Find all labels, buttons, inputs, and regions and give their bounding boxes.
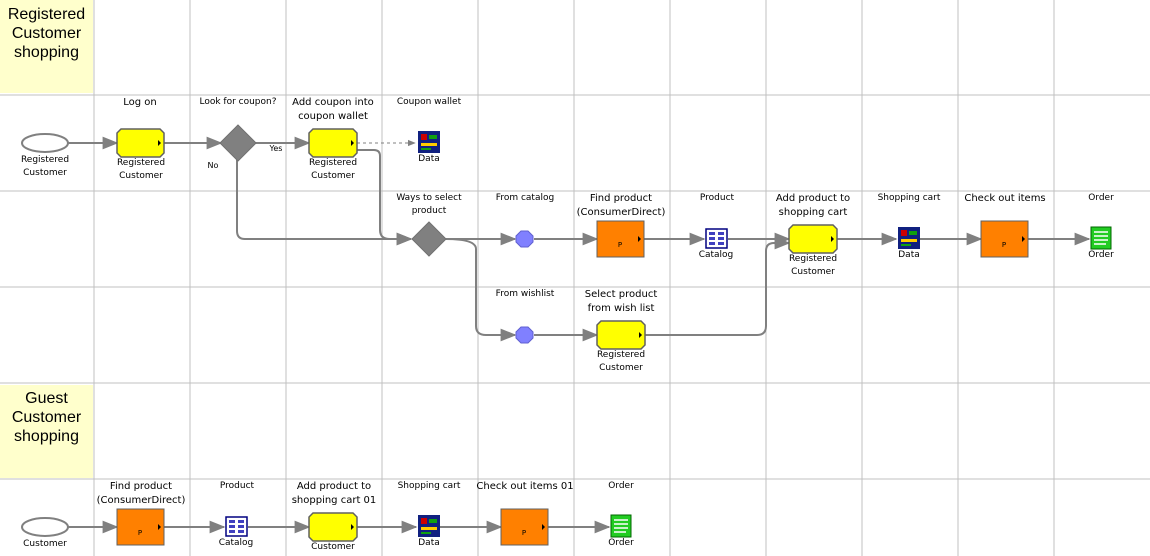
label-log-on: Log on	[123, 97, 157, 108]
edge-no-ways	[236, 160, 413, 246]
caption-guest-cart-data: Data	[418, 538, 440, 548]
start-event-guest[interactable]	[21, 517, 69, 537]
label-branch-no: No	[207, 161, 219, 170]
connector-from-wishlist[interactable]	[515, 326, 534, 344]
data-icon-guest-shopping-cart[interactable]	[418, 515, 440, 537]
data-icon-shopping-cart[interactable]	[898, 227, 920, 249]
connector-from-catalog[interactable]	[515, 230, 534, 248]
label-from-wishlist: From wishlist	[495, 289, 555, 299]
caption-start-guest: Customer	[23, 539, 67, 549]
label-select-wishlist: Select product from wish list	[584, 289, 658, 314]
task-select-from-wishlist[interactable]	[596, 320, 646, 350]
label-look-for-coupon: Look for coupon?	[199, 97, 277, 107]
task-add-coupon[interactable]	[308, 128, 358, 158]
label-guest-add-to-cart: Add product to shopping cart 01	[291, 481, 377, 506]
decision-ways-to-select[interactable]	[411, 221, 447, 257]
caption-wishlist-role: Registered Customer	[596, 350, 646, 373]
task-guest-add-to-cart[interactable]	[308, 512, 358, 542]
label-guest-product: Product	[219, 481, 255, 491]
process-marker: P	[521, 529, 527, 537]
document-icon-guest-order[interactable]	[610, 514, 632, 538]
caption-catalog: Catalog	[698, 250, 734, 260]
label-check-out-items: Check out items	[964, 193, 1046, 204]
label-shopping-cart: Shopping cart	[877, 193, 941, 203]
label-from-catalog: From catalog	[495, 193, 555, 203]
caption-coupon-role: Registered Customer	[308, 158, 358, 181]
task-check-out-items[interactable]	[980, 220, 1029, 258]
task-guest-find-product[interactable]	[116, 508, 165, 546]
caption-guest-order: Order	[608, 538, 634, 548]
label-guest-find-product: Find product (ConsumerDirect)	[96, 481, 186, 506]
decision-look-for-coupon[interactable]	[219, 124, 257, 162]
label-add-to-cart: Add product to shopping cart	[775, 193, 851, 218]
lane-title-guest: Guest Customer shopping	[11, 390, 82, 445]
caption-guest-cart-role: Customer	[311, 542, 355, 552]
caption-guest-catalog: Catalog	[218, 538, 254, 548]
process-marker: P	[1001, 241, 1007, 249]
label-ways-to-select: Ways to select product	[396, 193, 462, 216]
data-icon-coupon-wallet[interactable]	[418, 131, 440, 153]
caption-coupon-data: Data	[418, 154, 440, 164]
document-icon-order[interactable]	[1090, 226, 1112, 250]
process-marker: P	[617, 241, 623, 249]
label-find-product: Find product (ConsumerDirect)	[576, 193, 666, 218]
catalog-icon-product[interactable]	[705, 228, 728, 249]
caption-order: Order	[1088, 250, 1114, 260]
label-branch-yes: Yes	[269, 144, 283, 153]
start-event-registered[interactable]	[21, 133, 69, 153]
label-guest-order: Order	[608, 481, 634, 491]
lane-note-guest	[0, 385, 93, 478]
lane-title-registered: Registered Customer shopping	[7, 6, 86, 61]
edge-ways-fromwishlist	[445, 238, 517, 342]
label-coupon-wallet: Coupon wallet	[396, 97, 462, 107]
task-log-on[interactable]	[116, 128, 165, 158]
catalog-icon-guest-product[interactable]	[225, 516, 248, 537]
task-find-product[interactable]	[596, 220, 645, 258]
label-guest-shopping-cart: Shopping cart	[397, 481, 461, 491]
edge-select-addcart	[645, 236, 791, 336]
label-order: Order	[1088, 193, 1114, 203]
label-add-coupon: Add coupon into coupon wallet	[292, 97, 374, 122]
task-add-to-cart[interactable]	[788, 224, 838, 254]
caption-start-registered: Registered Customer	[20, 155, 70, 178]
task-guest-check-out[interactable]	[500, 508, 549, 546]
label-guest-check-out: Check out items 01	[476, 481, 574, 492]
caption-cart-role: Registered Customer	[788, 254, 838, 277]
caption-cart-data: Data	[898, 250, 920, 260]
process-marker: P	[137, 529, 143, 537]
label-product: Product	[699, 193, 735, 203]
lane-note-registered	[0, 0, 93, 93]
caption-logon-role: Registered Customer	[116, 158, 166, 181]
